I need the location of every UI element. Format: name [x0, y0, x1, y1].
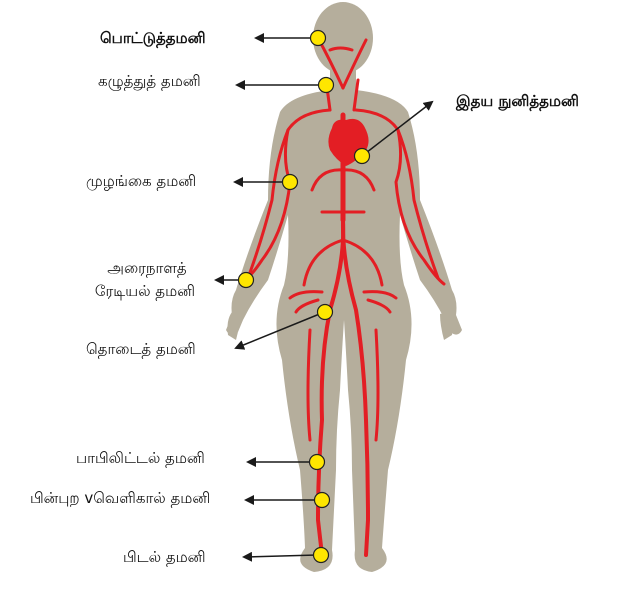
marker-elbow-artery	[283, 175, 298, 190]
label-head-artery: பொட்டுத்தமனி	[100, 29, 206, 48]
label-foot-artery: பிடல் தமனி	[123, 548, 206, 567]
label-rear-tibial-artery: பின்புற vவெளிகால் தமனி	[30, 489, 210, 508]
marker-rear-tibial-artery	[315, 493, 330, 508]
label-thigh-artery: தொடைத் தமனி	[86, 340, 196, 359]
label-heart-artery: இதய நுனித்தமனி	[456, 92, 579, 111]
marker-radial-artery	[239, 273, 254, 288]
label-radial-artery-line1: அரைநாளத்	[88, 259, 206, 278]
label-elbow-artery: முழங்கை தமனி	[86, 172, 196, 191]
marker-neck-artery	[319, 78, 334, 93]
marker-thigh-artery	[318, 305, 333, 320]
marker-popliteal-artery	[310, 455, 325, 470]
marker-head-artery	[311, 31, 326, 46]
label-neck-artery: கழுத்துத் தமனி	[98, 72, 201, 91]
label-popliteal-artery: பாபிலிட்டல் தமனி	[76, 449, 205, 468]
marker-heart-artery	[355, 149, 370, 164]
marker-foot-artery	[314, 548, 329, 563]
label-radial-artery-line2: ரேடியல் தமனி	[76, 282, 214, 301]
